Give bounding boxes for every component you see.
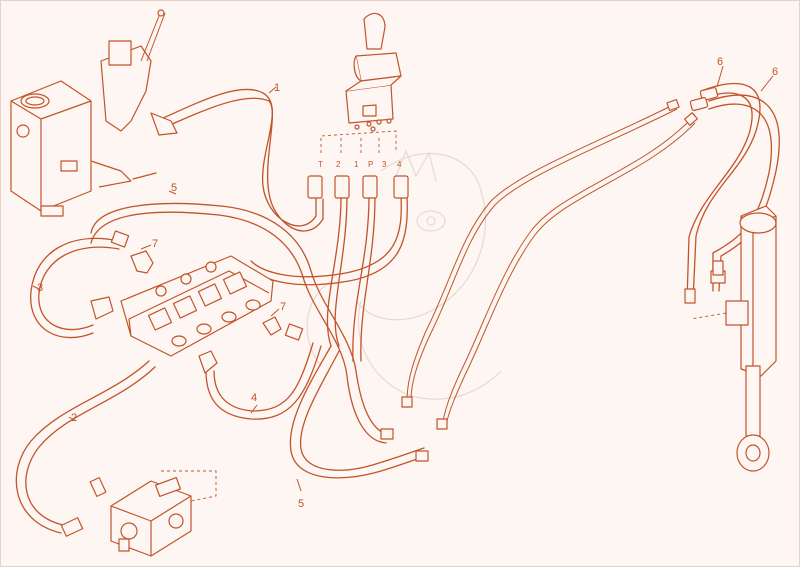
port-label: T xyxy=(318,160,323,169)
callout-label: 6 xyxy=(717,56,723,68)
pilot-line-1 xyxy=(406,104,674,402)
hydraulic-tank xyxy=(10,80,132,217)
cylinder-fittings xyxy=(380,86,724,462)
callout-labels: 1 2 3 4 5 5 6 6 7 7 xyxy=(37,56,778,510)
joystick-port-leaders xyxy=(320,130,397,153)
hose-3 xyxy=(30,237,120,339)
port-label: 4 xyxy=(397,160,402,169)
hose-6-b xyxy=(692,82,761,302)
control-valve-bank xyxy=(120,255,274,357)
callout-label: 5 xyxy=(298,498,304,510)
port-fittings xyxy=(307,175,409,199)
callout-label: 4 xyxy=(251,392,257,404)
callout-label: 1 xyxy=(274,82,280,94)
callout-leaders xyxy=(32,65,774,492)
port-labels: T 2 1 P 3 4 xyxy=(318,160,402,169)
port-label: P xyxy=(368,160,373,169)
hose-1 xyxy=(160,88,317,227)
hose-2 xyxy=(15,360,150,534)
elbow-fittings xyxy=(90,230,304,374)
pilot-line-2 xyxy=(442,118,692,422)
hose-4 xyxy=(205,345,322,420)
hose-5-top xyxy=(90,202,390,436)
hose-5-bottom xyxy=(289,345,427,479)
callout-label: 7 xyxy=(280,301,286,313)
callout-label: 5 xyxy=(171,182,177,194)
callout-label: 6 xyxy=(772,66,778,78)
tank-valve-tower xyxy=(100,9,178,136)
hydraulic-pump xyxy=(110,470,217,557)
callout-label: 3 xyxy=(37,282,43,294)
hydraulic-cylinder xyxy=(690,205,777,472)
joystick-control xyxy=(345,12,402,132)
pump-fittings xyxy=(60,477,107,537)
port-label: 3 xyxy=(382,160,387,169)
callout-label: 7 xyxy=(152,238,158,250)
port-label: 2 xyxy=(336,160,341,169)
callout-label: 2 xyxy=(71,412,77,424)
port-label: 1 xyxy=(354,160,359,169)
